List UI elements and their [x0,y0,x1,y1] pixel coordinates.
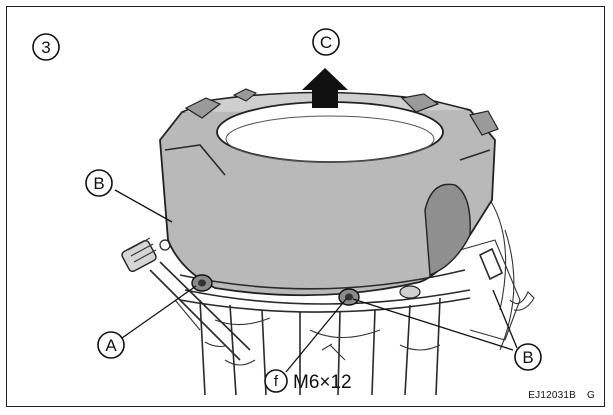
callout-b-right: B [514,343,542,371]
callout-a: A [97,331,125,359]
svg-text:3: 3 [41,38,50,57]
svg-text:C: C [320,33,332,52]
svg-text:B: B [522,348,533,367]
throttle-linkage [121,237,251,361]
engine-body-lineart [179,199,535,396]
direction-arrow-up [302,68,348,108]
svg-text:B: B [93,174,104,193]
leader-lines [114,189,518,373]
filter-opening [216,101,444,163]
figure-code-id: EJ12031B [528,390,577,401]
svg-text:A: A [105,336,117,355]
callout-step-3: 3 [32,33,60,61]
bolt-spec-label: M6×12 [293,372,352,393]
callout-f: f [264,369,288,393]
figure-code-suffix: G [587,390,595,401]
callout-b-left: B [85,169,113,197]
callout-c: C [312,28,340,56]
figure-code: EJ12031B G [528,390,595,401]
svg-text:f: f [274,373,279,390]
